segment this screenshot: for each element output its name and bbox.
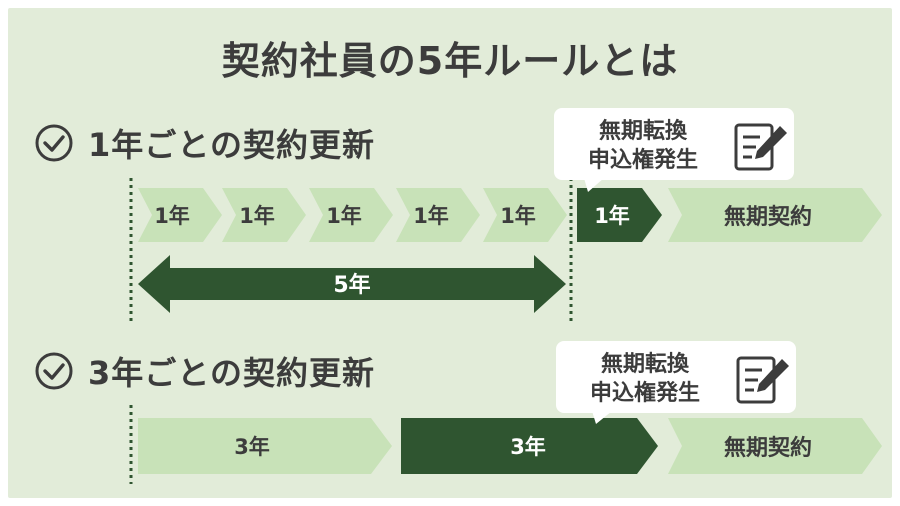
term-label: 1年: [154, 204, 190, 228]
term-arrow: [396, 188, 480, 242]
callout-pointer: [584, 178, 604, 192]
span-label: 5年: [333, 272, 370, 298]
callout-bubble-2: 無期転換 申込権発生: [556, 341, 796, 424]
callout-line-1: 無期転換: [601, 351, 690, 377]
trigger-term-label: 1年: [594, 204, 630, 228]
background-panel: [8, 8, 892, 498]
page-title: 契約社員の5年ルールとは: [221, 39, 679, 83]
document-edit-icon: [736, 356, 789, 404]
term-arrow: [483, 188, 567, 242]
term-label: 1年: [500, 204, 536, 228]
term-arrow: [222, 188, 306, 242]
final-contract-arrow: [668, 418, 882, 474]
callout-pointer: [592, 411, 612, 424]
callout-line-2: 申込権発生: [588, 147, 698, 173]
term-arrow: [138, 188, 222, 242]
callout-line-1: 無期転換: [599, 118, 688, 144]
check-circle-icon: [35, 352, 73, 390]
term-label: 1年: [326, 204, 362, 228]
final-contract-label: 無期契約: [724, 435, 812, 461]
trigger-term-arrow: [401, 418, 658, 474]
term-arrow: [309, 188, 393, 242]
term-label: 3年: [234, 435, 270, 459]
five-year-span-arrow: [138, 255, 566, 313]
trigger-term-label: 3年: [510, 435, 546, 459]
trigger-term-arrow: [577, 188, 662, 242]
document-edit-icon: [734, 123, 787, 171]
check-circle-icon: [35, 124, 73, 162]
section-heading-text: 3年ごとの契約更新: [88, 354, 375, 392]
section-heading-text: 1年ごとの契約更新: [88, 126, 375, 164]
term-label: 1年: [239, 204, 275, 228]
callout-box: [554, 108, 794, 180]
final-contract-arrow: [668, 188, 882, 242]
section-heading-1: 1年ごとの契約更新: [34, 120, 375, 166]
callout-line-2: 申込権発生: [590, 380, 700, 406]
callout-bubble-1: 無期転換 申込権発生: [554, 108, 794, 192]
section-heading-2: 3年ごとの契約更新: [34, 348, 375, 394]
term-label: 1年: [413, 204, 449, 228]
term-arrow: [138, 418, 392, 474]
final-contract-label: 無期契約: [724, 204, 812, 230]
callout-box: [556, 341, 796, 413]
